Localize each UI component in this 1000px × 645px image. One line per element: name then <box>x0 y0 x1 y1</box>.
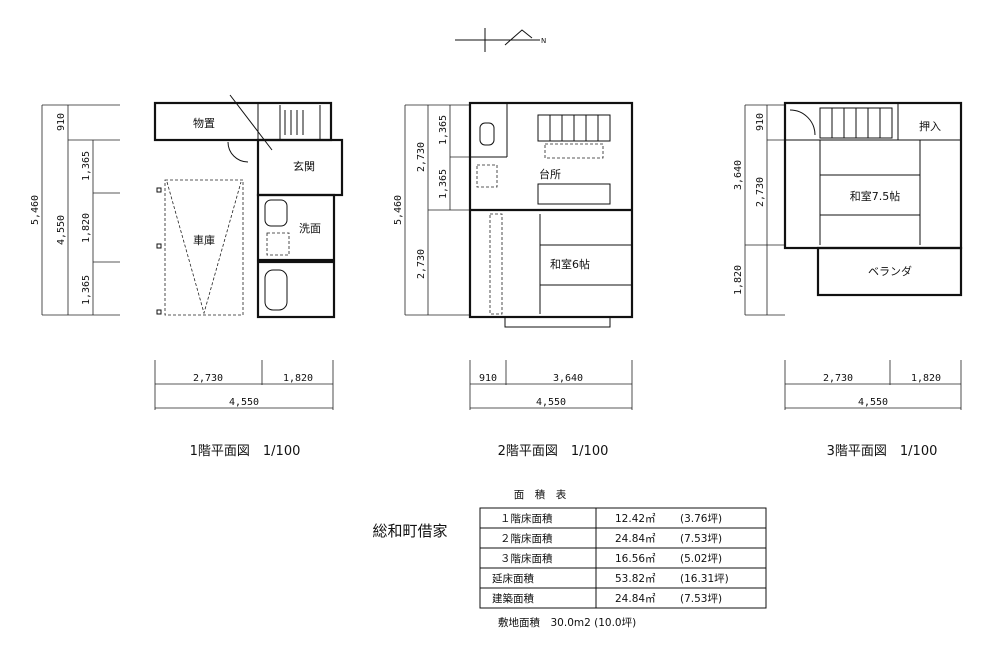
svg-text:910: 910 <box>755 113 766 131</box>
svg-text:3,640: 3,640 <box>733 160 744 190</box>
svg-text:２階床面積: ２階床面積 <box>500 532 553 545</box>
room-japanese-6: 和室6帖 <box>550 257 590 271</box>
svg-text:(5.02坪): (5.02坪) <box>680 552 722 565</box>
svg-text:１階床面積: １階床面積 <box>500 512 553 525</box>
svg-text:24.84㎡: 24.84㎡ <box>615 533 656 545</box>
svg-text:12.42㎡: 12.42㎡ <box>615 513 656 525</box>
room-entrance: 玄関 <box>293 159 315 173</box>
north-arrow-icon: N <box>455 28 546 52</box>
svg-text:2,730: 2,730 <box>416 142 427 172</box>
svg-text:３階床面積: ３階床面積 <box>500 552 553 565</box>
svg-text:5,460: 5,460 <box>393 195 404 225</box>
svg-text:5,460: 5,460 <box>30 195 41 225</box>
svg-text:(3.76坪): (3.76坪) <box>680 512 722 525</box>
floor1-plan: 5,460 910 4,550 1,365 1,820 1,365 物置 玄関 … <box>30 94 344 459</box>
svg-text:53.82㎡: 53.82㎡ <box>615 573 656 585</box>
area-row-5: 建築面積 24.84㎡ (7.53坪) <box>492 592 722 605</box>
floor2-caption: 2階平面図 1/100 <box>498 444 609 459</box>
svg-text:2,730: 2,730 <box>823 373 853 384</box>
svg-text:910: 910 <box>56 113 67 131</box>
svg-text:24.84㎡: 24.84㎡ <box>615 593 656 605</box>
site-area: 敷地面積 30.0m2 (10.0坪) <box>498 616 636 629</box>
svg-text:4,550: 4,550 <box>229 397 259 408</box>
area-row-1: １階床面積 12.42㎡ (3.76坪) <box>500 512 722 525</box>
area-row-2: ２階床面積 24.84㎡ (7.53坪) <box>500 532 722 545</box>
floor3-bottom-dimensions: 2,730 1,820 4,550 <box>784 360 962 410</box>
svg-text:2,730: 2,730 <box>755 177 766 207</box>
svg-text:建築面積: 建築面積 <box>492 592 534 605</box>
room-kitchen: 台所 <box>539 167 561 181</box>
svg-text:(7.53坪): (7.53坪) <box>680 592 722 605</box>
floor1-left-dimensions: 5,460 910 4,550 1,365 1,820 1,365 <box>30 104 120 316</box>
floor2-plan: 5,460 1,365 1,365 2,730 2,730 台所 和室6帖 <box>393 101 634 459</box>
svg-text:N: N <box>541 37 546 45</box>
svg-text:16.56㎡: 16.56㎡ <box>615 553 656 565</box>
area-table: 面 積 表 １階床面積 12.42㎡ (3.76坪) ２階床面積 24.84㎡ (7.5… <box>479 488 767 629</box>
svg-text:1,820: 1,820 <box>911 373 941 384</box>
svg-text:4,550: 4,550 <box>536 397 566 408</box>
area-row-3: ３階床面積 16.56㎡ (5.02坪) <box>500 552 722 565</box>
floor3-plan: 3,640 910 2,730 1,820 押入 和室7.5帖 ベランダ 2,7… <box>733 101 963 459</box>
room-veranda: ベランダ <box>868 264 912 278</box>
svg-text:(16.31坪): (16.31坪) <box>680 572 729 585</box>
svg-text:4,550: 4,550 <box>56 215 67 245</box>
floor2-left-dimensions: 5,460 1,365 1,365 2,730 2,730 <box>393 104 470 316</box>
room-japanese-7-5: 和室7.5帖 <box>850 189 901 203</box>
svg-text:1,365: 1,365 <box>438 115 449 145</box>
floor2-bottom-dimensions: 910 3,640 4,550 <box>469 360 633 410</box>
svg-text:2,730: 2,730 <box>193 373 223 384</box>
svg-text:910: 910 <box>479 373 497 384</box>
svg-text:1,365: 1,365 <box>81 151 92 181</box>
room-closet: 押入 <box>919 119 941 133</box>
svg-text:2,730: 2,730 <box>416 249 427 279</box>
floor1-bottom-dimensions: 2,730 1,820 4,550 <box>154 360 334 410</box>
svg-text:(7.53坪): (7.53坪) <box>680 532 722 545</box>
svg-text:1,365: 1,365 <box>81 275 92 305</box>
room-garage: 車庫 <box>193 233 215 247</box>
floor1-caption: 1階平面図 1/100 <box>190 444 301 459</box>
svg-text:3,640: 3,640 <box>553 373 583 384</box>
area-row-4: 延床面積 53.82㎡ (16.31坪) <box>492 572 729 585</box>
project-title: 総和町借家 <box>372 522 447 540</box>
svg-text:延床面積: 延床面積 <box>492 572 534 585</box>
room-washroom: 洗面 <box>299 222 321 235</box>
svg-text:1,365: 1,365 <box>438 169 449 199</box>
room-storage: 物置 <box>193 116 215 130</box>
svg-text:1,820: 1,820 <box>81 213 92 243</box>
svg-text:4,550: 4,550 <box>858 397 888 408</box>
area-table-title: 面 積 表 <box>514 488 567 501</box>
floor3-left-dimensions: 3,640 910 2,730 1,820 <box>733 104 785 316</box>
svg-text:1,820: 1,820 <box>283 373 313 384</box>
svg-text:1,820: 1,820 <box>733 265 744 295</box>
floor3-caption: 3階平面図 1/100 <box>827 444 938 459</box>
